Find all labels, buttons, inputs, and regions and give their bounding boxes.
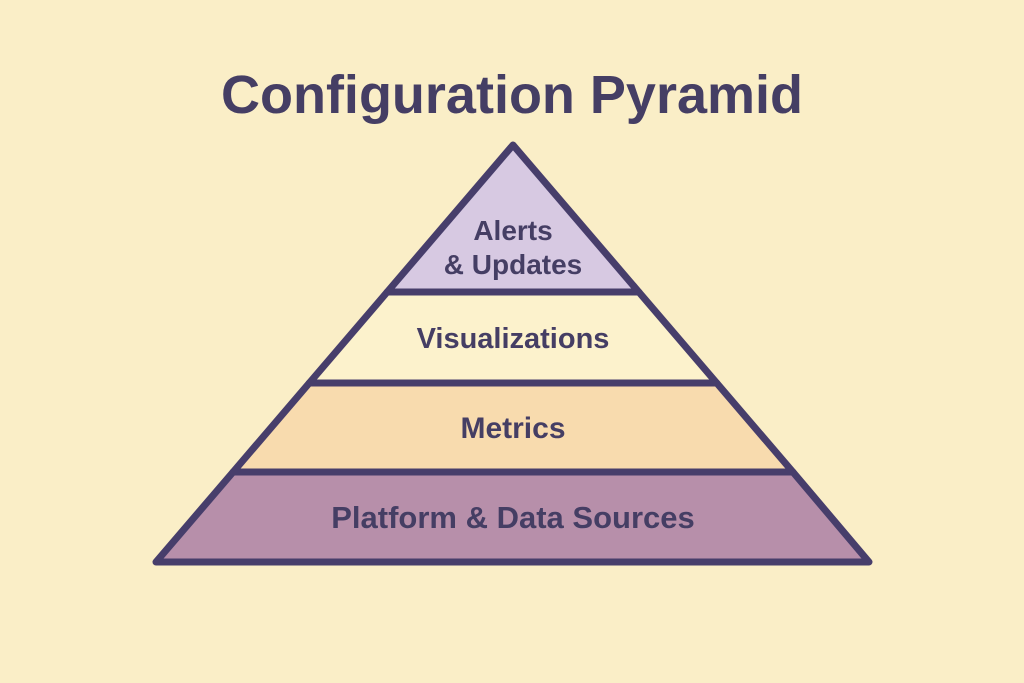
pyramid-level-label-alerts-line2: & Updates bbox=[444, 249, 582, 280]
pyramid-level-label-metrics: Metrics bbox=[460, 412, 565, 445]
pyramid-level-label-alerts-line1: Alerts bbox=[473, 215, 552, 246]
pyramid-level-label-visualizations: Visualizations bbox=[417, 323, 610, 355]
pyramid-level-alerts-updates bbox=[383, 141, 643, 296]
pyramid-level-label-platform-data-sources: Platform & Data Sources bbox=[331, 500, 695, 535]
page-title: Configuration Pyramid bbox=[221, 65, 803, 125]
